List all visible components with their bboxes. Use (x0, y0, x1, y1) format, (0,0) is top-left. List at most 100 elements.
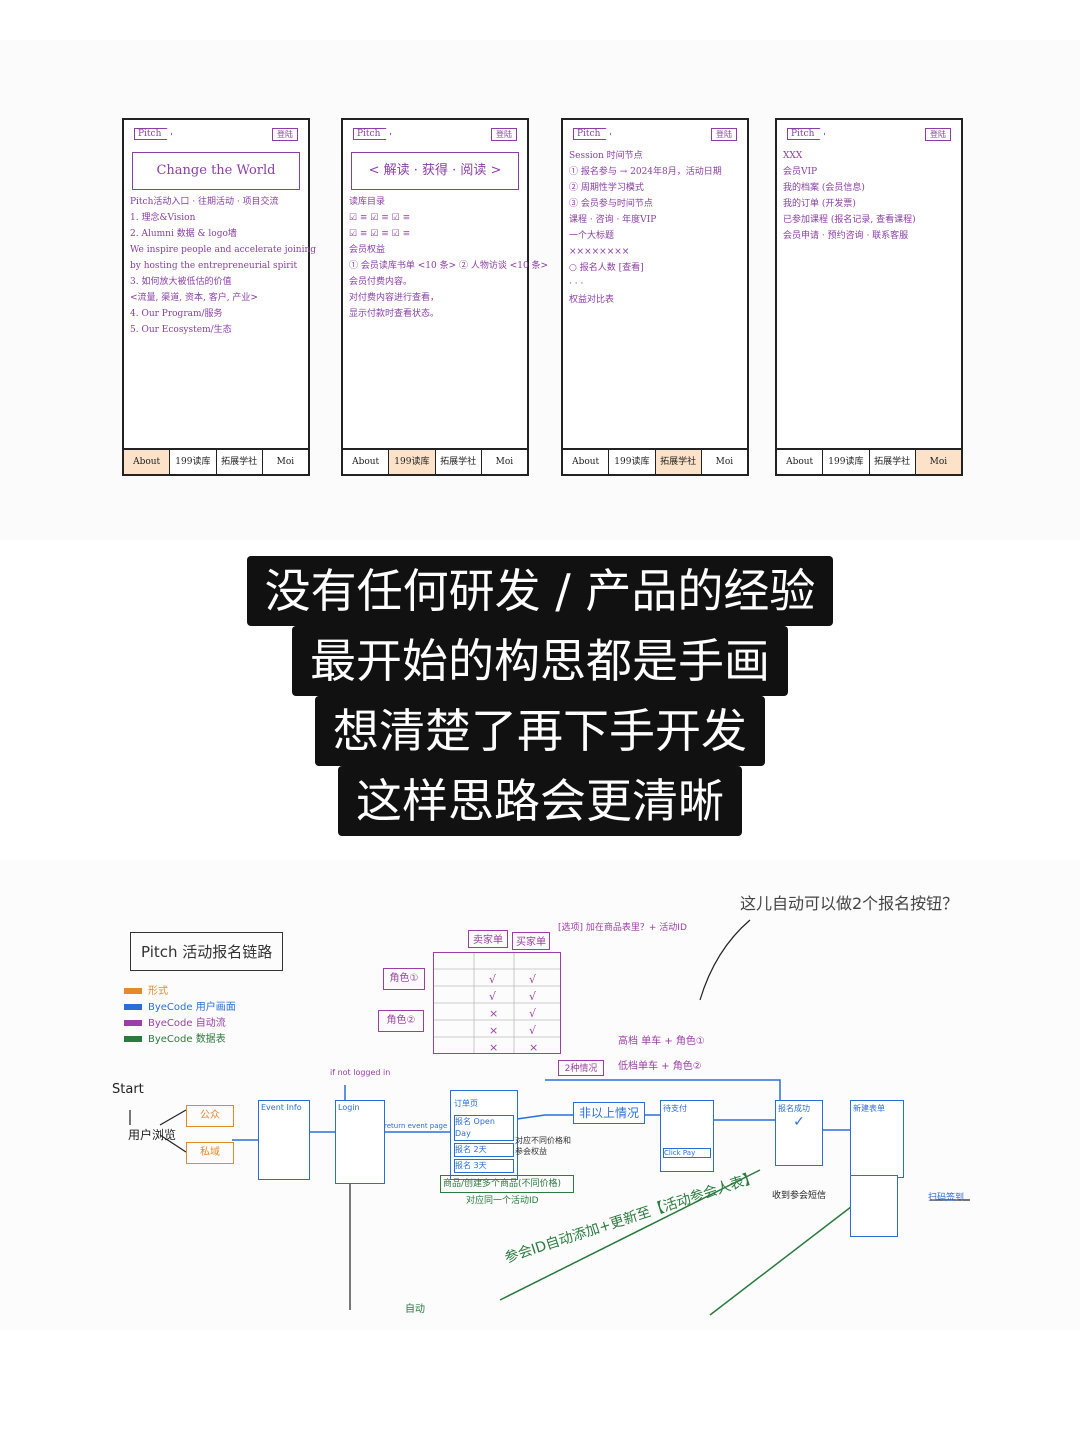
svg-text:√: √ (529, 973, 537, 986)
start-label: Start (112, 1082, 144, 1097)
svg-text:√: √ (489, 973, 497, 986)
login-button[interactable]: 登陆 (272, 128, 298, 141)
caption-line: 最开始的构思都是手画 (292, 626, 788, 696)
nav-tab[interactable]: 199读库 (389, 450, 436, 474)
login-button[interactable]: 登陆 (491, 128, 517, 141)
sketch-text: 1. 理念&Vision (130, 213, 196, 223)
seller-box: 卖家单 (468, 930, 508, 948)
sketch-text: 我的订单 (开发票) (783, 199, 856, 209)
sketch-text: 4. Our Program/服务 (130, 309, 223, 319)
sketch-text: 课程 · 咨询 · 年度VIP (569, 215, 657, 225)
flow-question: 这儿自动可以做2个报名按钮？ (740, 894, 959, 913)
caption-line: 这样思路会更清晰 (338, 766, 742, 836)
legend-item: ByeCode 用户画面 (124, 1000, 236, 1016)
sketch-text: We inspire people and accelerate joining (130, 245, 317, 255)
legend-item: ByeCode 自动流 (124, 1016, 236, 1032)
nav-tab[interactable]: Moi (915, 450, 961, 474)
sketch-text: 权益对比表 (569, 295, 615, 305)
caption-line: 想清楚了再下手开发 (315, 696, 765, 766)
nav-tab[interactable]: 199读库 (823, 450, 870, 474)
login-button[interactable]: 登陆 (711, 128, 737, 141)
svg-text:√: √ (529, 1024, 537, 1037)
svg-text:×: × (489, 1041, 498, 1054)
legend-swatch (124, 1036, 142, 1042)
nav-tab[interactable]: About (777, 450, 824, 474)
sketch-text: ☑ ≡ ☑ ≡ ☑ ≡ (349, 229, 411, 239)
return-label: return event page (384, 1122, 448, 1130)
sketch-text: ☑ ≡ ☑ ≡ ☑ ≡ (349, 213, 411, 223)
sketch-text: by hosting the entrepreneurial spirit (130, 261, 298, 271)
sketch-text: ① 报名参与 → 2024年8月，活动日期 (569, 167, 722, 177)
sketch-text: 会员权益 (349, 245, 386, 255)
legend-swatch (124, 1004, 142, 1010)
sketch-text: XXX (783, 151, 803, 161)
nav-tab[interactable]: Moi (495, 457, 514, 467)
flow-legend: 形式 ByeCode 用户画面 ByeCode 自动流 ByeCode 数据表 (124, 984, 236, 1048)
nav-tab[interactable]: 拓展学社 (217, 450, 263, 474)
phone-body: < 解读 · 获得 · 阅读 > 读库目录 ☑ ≡ ☑ ≡ ☑ ≡ ☑ ≡ ☑ ≡ ☑… (349, 148, 548, 448)
phone-header: Pitch 登陆 (787, 128, 951, 142)
sketch-text: 会员VIP (783, 167, 818, 177)
svg-text:√: √ (529, 990, 537, 1003)
low-label: 低档单车 + 角色② (618, 1061, 702, 1072)
non-single-box: 非以上情况 (573, 1102, 645, 1124)
new-table-box: 新建表单 (850, 1100, 904, 1178)
pitch-logo: Pitch (787, 128, 826, 140)
sketch-text: 5. Our Ecosystem/生态 (130, 325, 232, 335)
two-kinds-box: 2种情况 (558, 1060, 604, 1076)
sketch-text: < 解读 · 获得 · 阅读 > (351, 152, 519, 190)
receive-label: 收到参会短信 (772, 1191, 827, 1201)
click-pay-button: Click Pay (663, 1148, 711, 1158)
price-note: 对应不同价格和参会权益 (515, 1136, 571, 1156)
svg-text:×: × (489, 1024, 498, 1037)
nav-tab[interactable]: About (124, 450, 171, 474)
login-button[interactable]: 登陆 (925, 128, 951, 141)
sketch-text: 3. 如何放大被低估的价值 (130, 277, 232, 287)
sketch-text: 2. Alumni 数据 & logo墙 (130, 229, 237, 239)
not-logged-label: if not logged in (330, 1068, 391, 1077)
svg-text:√: √ (489, 990, 497, 1003)
legend-item: 形式 (124, 984, 236, 1000)
legend-swatch (124, 1020, 142, 1026)
success-box: 报名成功✓ (775, 1100, 823, 1166)
channel-public: 公众 (186, 1105, 234, 1127)
nav-tab[interactable]: Moi (276, 457, 295, 467)
rights-table: √√√√×√×√×× (433, 952, 561, 1054)
sketch-text: ③ 会员参与时间节点 (569, 199, 653, 209)
login-box: Login (335, 1100, 385, 1184)
nav-tab[interactable]: 拓展学社 (436, 450, 482, 474)
nav-tab[interactable]: Moi (715, 457, 734, 467)
sketch-text: 会员申请 · 预约咨询 · 联系客服 (783, 231, 909, 241)
sketch-text: Change the World (132, 152, 300, 190)
high-label: 高档 单车 + 角色① (618, 1036, 705, 1047)
nav-tab[interactable]: 拓展学社 (870, 450, 916, 474)
nav-tab[interactable]: 199读库 (170, 450, 217, 474)
nav-tab[interactable]: About (343, 450, 390, 474)
nav-tab[interactable]: 拓展学社 (655, 450, 702, 474)
flow-diagram: Pitch 活动报名链路 这儿自动可以做2个报名按钮？ 形式 ByeCode 用… (0, 860, 1080, 1330)
nav-tab[interactable]: About (563, 450, 610, 474)
user-label: 用户浏览 (128, 1128, 177, 1142)
sketch-text: Pitch活动入口 · 往期活动 · 项目交流 (130, 197, 279, 207)
crowd-box: 商品/创建多个商品(不同价格) (440, 1175, 574, 1193)
sketch-text: <流量, 渠道, 资本, 客户, 产业> (130, 293, 258, 303)
sketch-text: 一个大标题 (569, 231, 615, 241)
sketch-text: · · · (569, 279, 584, 289)
legend-swatch (124, 988, 142, 994)
sketch-text: 读库目录 (349, 197, 386, 207)
svg-text:×: × (529, 1041, 538, 1054)
nav-tab[interactable]: 199读库 (609, 450, 656, 474)
role2-box: 角色② (378, 1010, 424, 1032)
crowd-note: 对应同一个活动ID (466, 1196, 539, 1206)
